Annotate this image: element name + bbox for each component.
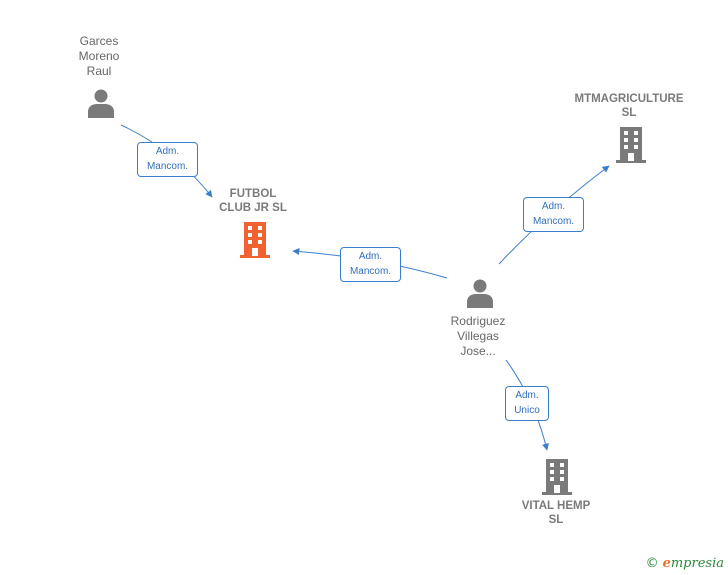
node-label-mtm[interactable]: MTMAGRICULTURE SL: [574, 93, 684, 119]
edge-role-type: Mancom.: [532, 216, 575, 227]
node-label-rodriguez[interactable]: Rodriguez Villegas Jose...: [450, 314, 506, 358]
edge-role: Adm.: [155, 146, 180, 157]
edge-role-type: Mancom.: [349, 266, 392, 277]
edge-role: Adm.: [515, 390, 539, 401]
person-icon[interactable]: [465, 278, 495, 308]
edge-role: Adm.: [541, 201, 566, 212]
building-icon[interactable]: [615, 127, 647, 163]
edge-role-type: Unico: [514, 405, 540, 416]
person-icon[interactable]: [86, 88, 116, 118]
edge-label-rodriguez-vital: Adm. Unico: [505, 386, 549, 421]
edge-label-rodriguez-mtm: Adm. Mancom.: [523, 197, 584, 232]
node-label-garces[interactable]: Garces Moreno Raul: [78, 34, 120, 78]
empresia-logo[interactable]: ©empresia: [646, 556, 724, 571]
node-label-futbol[interactable]: FUTBOL CLUB JR SL: [219, 188, 287, 214]
copyright-icon: ©: [645, 556, 659, 571]
building-icon[interactable]: [541, 459, 573, 495]
edge-label-rodriguez-futbol: Adm. Mancom.: [340, 247, 401, 282]
node-label-vital[interactable]: VITAL HEMP SL: [521, 500, 591, 526]
edge-role-type: Mancom.: [146, 161, 189, 172]
brand-name: mpresia: [670, 556, 724, 571]
building-icon[interactable]: [239, 222, 271, 258]
edge-role: Adm.: [358, 251, 383, 262]
edge-label-garces-futbol: Adm. Mancom.: [137, 142, 198, 177]
brand-initial: e: [662, 556, 671, 571]
